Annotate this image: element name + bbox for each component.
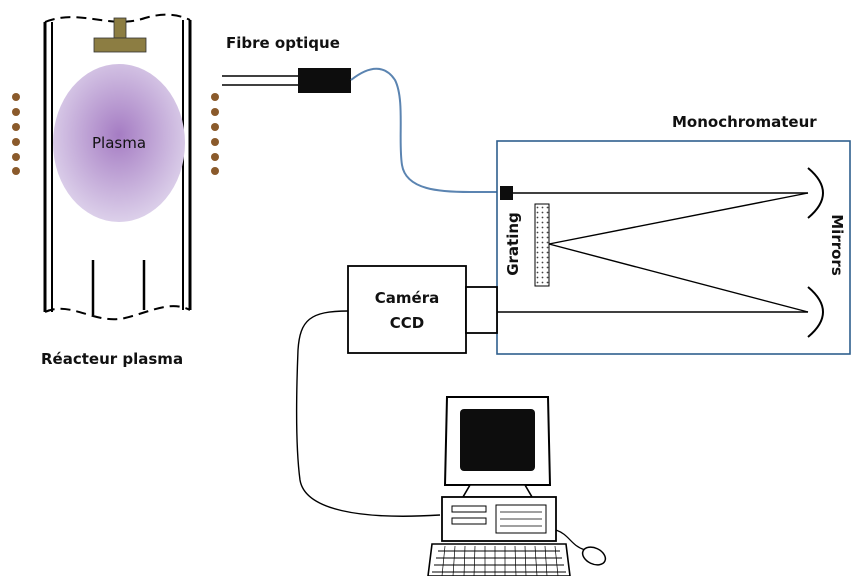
entrance-slit [500, 186, 513, 200]
rf-coil-right [211, 93, 219, 175]
monochromator-label: Monochromateur [672, 113, 817, 131]
substrate-holder-stem [113, 17, 127, 39]
camera-data-cable [295, 310, 441, 517]
optical-fiber: Fibre optique [222, 34, 502, 193]
mirror-bottom [807, 286, 824, 338]
drive-bay-2 [451, 517, 487, 525]
desktop-computer-icon [427, 396, 607, 576]
fiber-label: Fibre optique [226, 34, 340, 52]
plasma-reactor: Plasma Réacteur plasma [12, 13, 219, 368]
monitor-screen [460, 409, 535, 471]
camera-body [347, 265, 467, 354]
monochromator: Monochromateur Grating Mirrors [496, 113, 851, 355]
diffraction-grating [534, 203, 550, 287]
plasma-label: Plasma [92, 134, 146, 152]
camera-adapter [465, 286, 498, 334]
fiber-collimator [298, 68, 351, 93]
monochromator-box [496, 140, 851, 355]
system-unit [441, 496, 557, 542]
rf-coil-left [12, 93, 20, 175]
beam-grating-to-mirror [548, 243, 809, 313]
reactor-bottom-edge [44, 305, 191, 321]
camera-label-line2: CCD [390, 314, 424, 332]
drive-bay-1 [451, 505, 487, 513]
mirrors-label: Mirrors [828, 214, 846, 276]
substrate-holder-plate [93, 37, 147, 53]
mirror-top [807, 167, 824, 219]
keyboard-icon [427, 543, 571, 576]
front-panel [495, 504, 547, 534]
camera-label-line1: Caméra [375, 289, 439, 307]
reactor-label: Réacteur plasma [41, 350, 183, 368]
reactor-top-edge [44, 13, 191, 23]
beam-mirror-to-grating [548, 192, 809, 245]
fiber-cable [350, 67, 502, 193]
plasma-cloud [53, 64, 185, 222]
grating-label: Grating [504, 212, 522, 276]
mouse-cable [555, 529, 586, 551]
monitor-stand [461, 484, 534, 498]
mouse-icon [581, 546, 607, 566]
ccd-camera: Caméra CCD [347, 265, 498, 354]
